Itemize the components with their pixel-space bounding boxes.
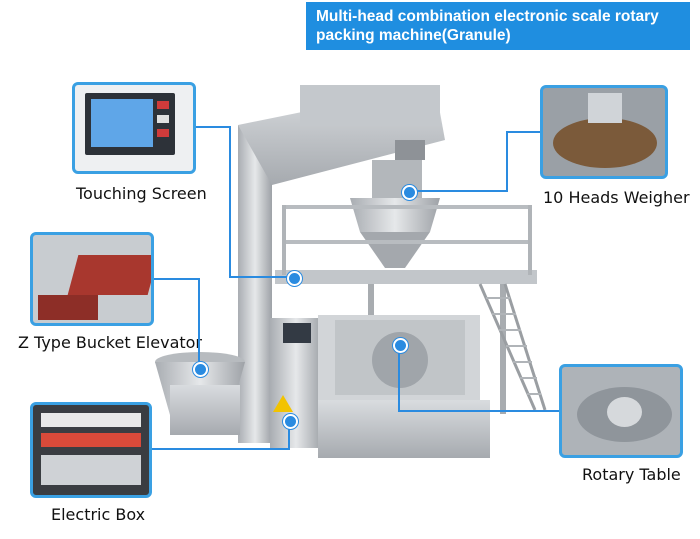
weigher-connector-h	[506, 131, 540, 133]
rotary-connector-v	[398, 345, 400, 411]
electric-connector-dot	[283, 414, 298, 429]
elevator-connector-h	[154, 278, 200, 280]
touch-connector-dot	[287, 271, 302, 286]
touch-connector-h2	[229, 276, 291, 278]
electric-connector-h	[152, 448, 290, 450]
bucket-elevator-photo	[30, 232, 154, 326]
weigher-label: 10 Heads Weigher	[543, 188, 690, 207]
touch-screen-photo	[72, 82, 196, 174]
rotary-connector-h	[398, 410, 559, 412]
electric-box-photo	[30, 402, 152, 498]
weigher-connector-h2	[412, 190, 508, 192]
weigher-connector-v	[506, 131, 508, 191]
elevator-connector-dot	[193, 362, 208, 377]
electric-box-label: Electric Box	[51, 505, 146, 524]
rotary-table-photo	[559, 364, 683, 458]
touch-connector-v	[229, 126, 231, 278]
touch-screen-display	[85, 93, 175, 155]
weigher-photo	[540, 85, 668, 179]
rotary-connector-dot	[393, 338, 408, 353]
bucket-elevator-label: Z Type Bucket Elevator	[18, 333, 203, 352]
rotary-table-label: Rotary Table	[582, 465, 681, 484]
weigher-connector-dot	[402, 185, 417, 200]
electric-connector-v	[288, 420, 290, 450]
touch-connector-h	[196, 126, 230, 128]
product-title-banner: Multi-head combination electronic scale …	[306, 2, 690, 50]
elevator-connector-v	[198, 278, 200, 368]
touch-screen-label: Touching Screen	[76, 184, 207, 203]
